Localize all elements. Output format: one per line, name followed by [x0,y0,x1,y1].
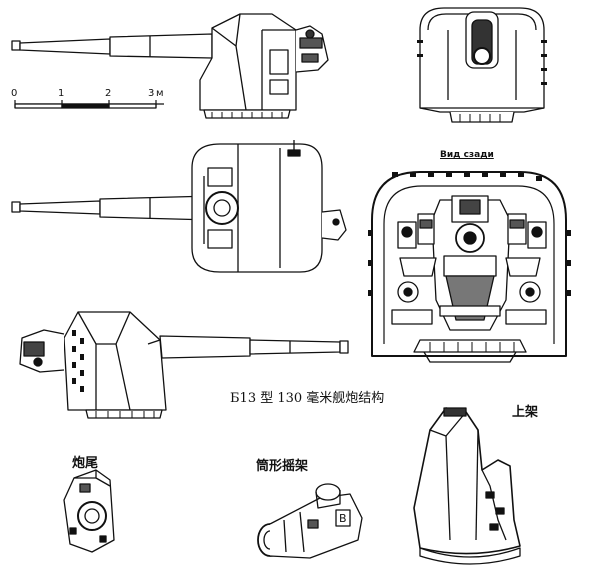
breech-label: 炮尾 [72,456,99,471]
scale-tick-1: 1 [58,88,65,99]
scale-unit: м [156,88,164,99]
rear-view-title: Вид сзади [440,150,494,160]
side-view-top [12,14,328,118]
front-view [417,8,547,122]
rear-view [368,172,571,362]
scale-tick-0: 0 [11,88,18,99]
breech-drawing [64,470,114,552]
figure-caption: Б13 型 130 毫米舰炮结构 [230,391,385,406]
scale-bar [15,100,164,108]
side-view-bottom [20,312,348,418]
upper-mount-drawing [414,408,520,564]
cradle-label: 筒形摇架 [256,459,309,474]
cradle-drawing: B [258,484,362,558]
scale-tick-3: 3 [148,88,155,99]
scale-tick-2: 2 [105,88,112,99]
top-view [12,140,346,272]
svg-text:B: B [339,512,347,525]
upper-mount-label: 上架 [512,405,539,420]
